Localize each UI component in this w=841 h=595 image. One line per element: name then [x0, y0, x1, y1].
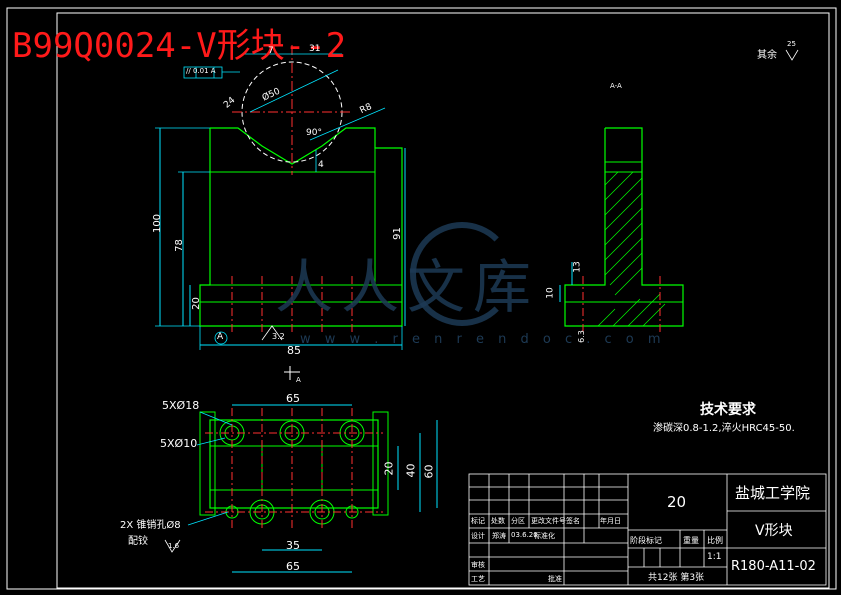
tb-standard-label: 标准化 — [534, 532, 555, 540]
tb-h-zone: 分区 — [511, 517, 525, 525]
surface-note-value: 25 — [787, 40, 796, 48]
dim-20: 20 — [190, 297, 202, 310]
dim-85: 85 — [287, 344, 301, 357]
section-dim-10: 10 — [545, 287, 556, 299]
watermark-url: w w w . r e n r e n d o c . c o m — [300, 332, 666, 347]
tb-h-mark: 标记 — [471, 517, 485, 525]
note-holes-10: 5XØ10 — [160, 437, 198, 450]
top-dim-60: 60 — [422, 464, 436, 479]
top-dim-65: 65 — [286, 392, 300, 405]
watermark-logo-icon — [410, 222, 514, 326]
dim-91: 91 — [391, 227, 403, 240]
watermark-text: 人人文库 — [275, 253, 540, 321]
dim-top-7: 7 — [268, 46, 274, 56]
title-sheets: 共12张 第3张 — [648, 573, 705, 583]
tb-design-date: 03.6.20 — [511, 531, 538, 539]
dim-35: 35 — [286, 539, 300, 552]
section-view — [559, 127, 684, 332]
bottom-dim-65: 65 — [286, 560, 300, 573]
title-stage-label: 阶段标记 — [630, 536, 662, 545]
tb-h-count: 处数 — [491, 517, 505, 525]
datum-a: A — [217, 332, 224, 342]
dim-100: 100 — [152, 213, 164, 234]
tb-approve-label: 批准 — [548, 575, 562, 583]
tb-review-label: 审核 — [471, 561, 485, 569]
top-dim-40: 40 — [404, 463, 418, 478]
front-outline — [199, 127, 403, 327]
section-mark-a: A — [296, 376, 301, 384]
top-view — [164, 404, 438, 573]
outer-frame — [6, 7, 837, 590]
dim-top-31: 31 — [309, 44, 321, 54]
tolerance-frame: // 0.01 A — [186, 67, 216, 75]
note-pins-ream: 配铰 — [128, 536, 148, 547]
section-label: A-A — [610, 82, 622, 90]
top-dim-20: 20 — [382, 461, 396, 476]
surface-finish-top: 1.6 — [168, 542, 180, 550]
title-part-name: V形块 — [755, 523, 793, 539]
note-holes-18: 5XØ18 — [162, 399, 200, 412]
tech-req-text: 渗碳深0.8-1.2,淬火HRC45-50. — [653, 423, 795, 434]
dim-angle: 90° — [306, 128, 322, 138]
tb-h-change: 更改文件号 — [531, 517, 566, 525]
title-block — [468, 473, 827, 586]
note-pins: 2X 锥销孔Ø8 — [120, 520, 181, 531]
title-scale-label: 比例 — [707, 536, 723, 545]
dim-78: 78 — [173, 239, 185, 252]
title-weight-label: 重量 — [683, 536, 699, 545]
tb-h-sign: 签名 — [566, 517, 580, 525]
inner-frame — [56, 12, 830, 589]
title-drawing-no: R180-A11-02 — [731, 559, 816, 574]
title-scale: 1:1 — [707, 552, 722, 562]
section-dim-13: 13 — [572, 261, 583, 273]
section-dim-63: 6.3 — [576, 330, 586, 343]
tb-h-date: 年月日 — [600, 517, 621, 525]
front-view — [155, 45, 406, 350]
dim-4: 4 — [318, 160, 324, 170]
tb-design-label: 设计 — [471, 532, 485, 540]
surface-finish-front: 3.2 — [272, 332, 285, 341]
surface-note-text: 其余 — [757, 50, 777, 61]
tb-design-name: 郑涛 — [492, 532, 506, 540]
tb-craft-label: 工艺 — [471, 575, 485, 583]
drawing-banner-title: B99Q0024-V形块--2 — [12, 26, 347, 66]
title-school: 盐城工学院 — [735, 484, 811, 502]
tech-req-title: 技术要求 — [700, 402, 756, 418]
title-material: 20 — [667, 493, 687, 511]
